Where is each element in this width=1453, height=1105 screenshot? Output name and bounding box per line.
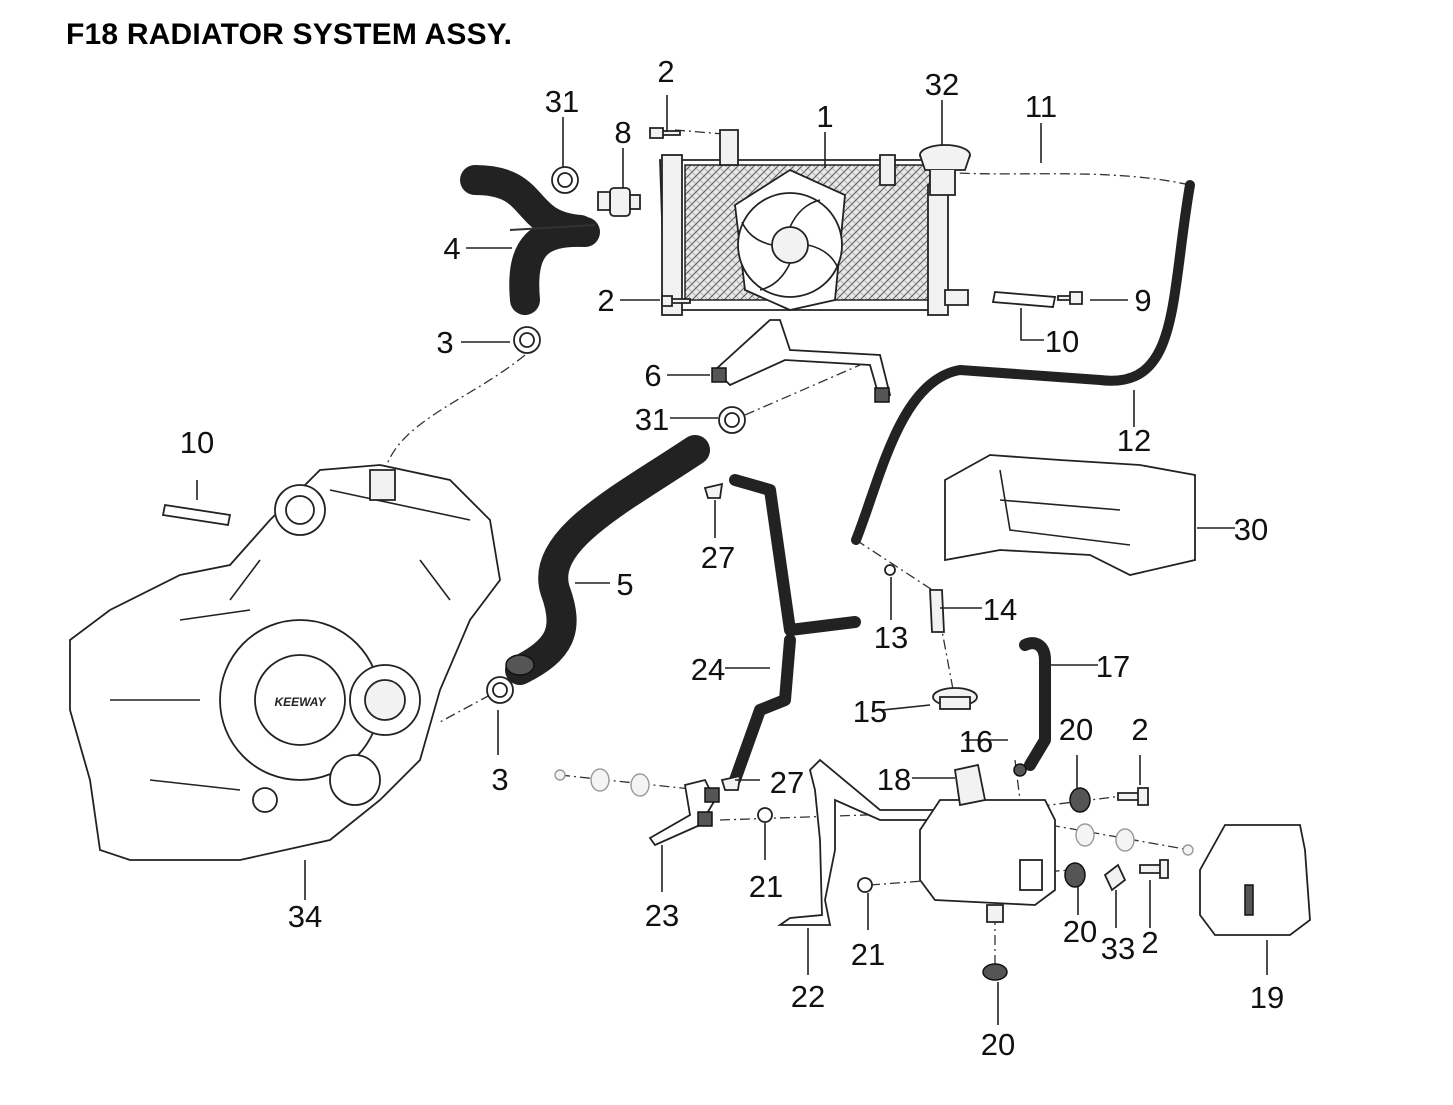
callout-6: 6: [644, 358, 661, 393]
callout-14: 14: [983, 592, 1017, 627]
callout-32: 32: [925, 67, 959, 102]
breather-hose: [729, 474, 861, 786]
leader-lines: [196, 95, 1268, 1025]
engine: KEEWAY: [69, 464, 501, 861]
callout-17: 17: [1096, 649, 1130, 684]
hose-5: [505, 435, 710, 685]
ghost-hardware: [554, 768, 1194, 856]
callout-27-bottom: 27: [770, 765, 804, 800]
reservoir-bracket-22: [777, 758, 943, 926]
hose-fittings: [884, 564, 978, 710]
callout-10-left: 10: [180, 425, 214, 460]
callout-20-top: 20: [1059, 712, 1093, 747]
callout-31-mid: 31: [635, 402, 669, 437]
callout-20-mid: 20: [1063, 914, 1097, 949]
callout-2-top: 2: [657, 54, 674, 89]
diagram-title: F18 RADIATOR SYSTEM ASSY.: [66, 18, 513, 51]
rubber-strips: [161, 291, 1057, 527]
callout-13: 13: [874, 620, 908, 655]
callout-24: 24: [691, 652, 725, 687]
callout-30: 30: [1234, 512, 1268, 547]
callout-3-top: 3: [436, 325, 453, 360]
mounting-hardware: [757, 763, 1169, 981]
callout-34: 34: [288, 899, 322, 934]
callout-5: 5: [616, 567, 633, 602]
callout-10-right: 10: [1045, 324, 1079, 359]
callout-2-right-bottom: 2: [1141, 925, 1158, 960]
engine-cover: [944, 454, 1196, 576]
callout-23: 23: [645, 898, 679, 933]
callout-27-top: 27: [701, 540, 735, 575]
callout-22: 22: [791, 979, 825, 1014]
callout-16: 16: [959, 724, 993, 759]
thermo-switch: [597, 187, 641, 217]
callout-20-bottom: 20: [981, 1027, 1015, 1062]
callout-2-mid: 2: [597, 283, 614, 318]
overflow-hose: [851, 180, 1195, 545]
callout-18: 18: [877, 762, 911, 797]
callout-19: 19: [1250, 980, 1284, 1015]
hose-clips: [703, 482, 742, 791]
hose-clamps: [486, 166, 746, 704]
callout-21-left: 21: [749, 869, 783, 904]
callout-15: 15: [853, 694, 887, 729]
hose-4: [460, 165, 600, 315]
callout-33: 33: [1101, 931, 1135, 966]
callout-11: 11: [1025, 89, 1057, 124]
callout-2-right-top: 2: [1131, 712, 1148, 747]
callout-31-top: 31: [545, 84, 579, 119]
fan-bracket: [711, 319, 892, 403]
reservoir-cover: [1199, 824, 1311, 936]
radiator-bolts: [649, 127, 1083, 307]
coolant-reservoir: [919, 763, 1056, 923]
callout-4: 4: [443, 231, 460, 266]
callout-9: 9: [1134, 283, 1151, 318]
callout-1: 1: [816, 99, 833, 134]
callout-8: 8: [614, 115, 631, 150]
callout-21-right: 21: [851, 937, 885, 972]
radiator-cap: [919, 144, 971, 196]
radiator-fan: [734, 168, 846, 311]
callout-3-bottom: 3: [491, 762, 508, 797]
engine-logo: KEEWAY: [274, 695, 326, 709]
callout-12: 12: [1117, 423, 1151, 458]
reservoir-hose: [1019, 637, 1051, 771]
callout-numbers: 2 31 1 32 11 8 4 3 2 9 10 6 31 12 10 30 …: [180, 54, 1284, 1062]
reservoir-bracket-23: [648, 778, 720, 847]
